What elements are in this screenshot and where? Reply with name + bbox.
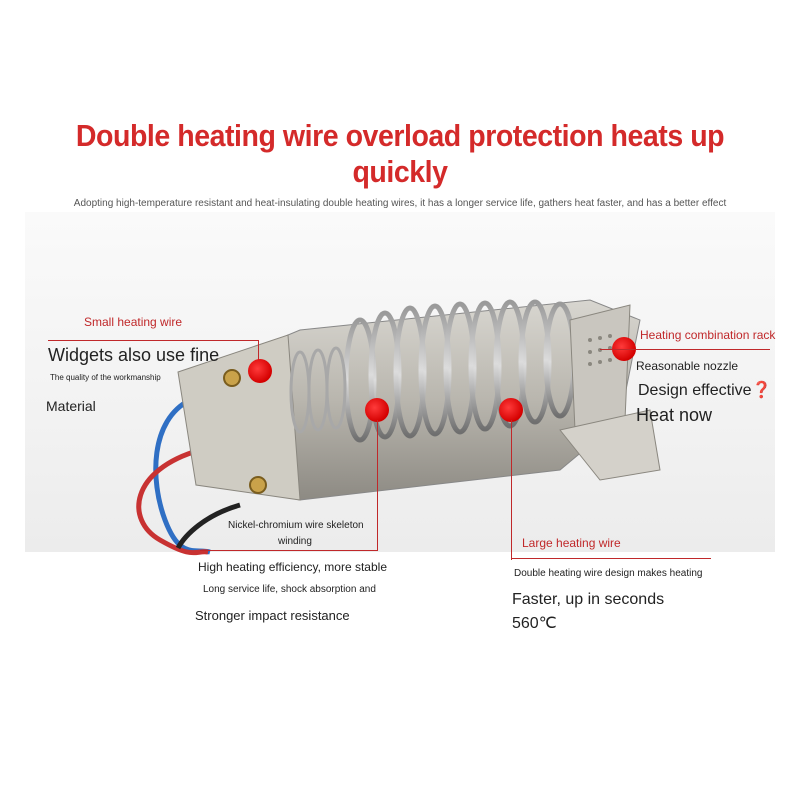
- right-callout-line2: Design effective❓: [638, 382, 772, 399]
- nozzle-plate: [569, 304, 631, 431]
- center-callout-leader: [377, 420, 378, 550]
- small-wire-marker-dot: [248, 359, 272, 383]
- left-callout-leader: [258, 340, 259, 368]
- center-callout-line3: Stronger impact resistance: [195, 608, 350, 623]
- center-callout-line2: Long service life, shock absorption and: [203, 584, 376, 595]
- right-callout-line3: Heat now: [636, 405, 713, 425]
- bottom-right-callout-line1: Double heating wire design makes heating: [514, 568, 703, 579]
- left-callout-line2: The quality of the workmanship: [50, 373, 161, 382]
- large-heating-wire-tag: Large heating wire: [522, 536, 621, 550]
- left-callout-line1: Widgets also use fine: [48, 345, 220, 365]
- center-callout-rule: [200, 550, 378, 551]
- left-callout-rule: [48, 340, 258, 341]
- page-title: Double heating wire overload protection …: [75, 118, 725, 189]
- small-heating-wire-tag: Small heating wire: [84, 315, 183, 329]
- red-wire: [136, 447, 209, 556]
- black-wire: [175, 502, 241, 550]
- center-callout-tag-b: winding: [278, 536, 312, 547]
- small-coil: [289, 346, 347, 434]
- right-callout-rule: [600, 349, 770, 350]
- center-callout-line1: High heating efficiency, more stable: [198, 560, 387, 574]
- right-callout-line1: Reasonable nozzle: [636, 359, 739, 373]
- skeleton-marker-dot: [365, 398, 389, 422]
- page-subtitle: Adopting high-temperature resistant and …: [73, 198, 727, 209]
- bottom-right-callout-line3: 560℃: [512, 615, 557, 632]
- heating-rack-tag: Heating combination rack: [640, 328, 776, 342]
- center-callout-tag-a: Nickel-chromium wire skeleton: [228, 520, 364, 531]
- large-wire-marker-dot: [499, 398, 523, 422]
- bottom-right-callout-line2: Faster, up in seconds: [512, 591, 665, 608]
- bottom-right-callout-rule: [511, 558, 711, 559]
- bottom-right-callout-leader: [511, 420, 512, 560]
- lower-fin: [559, 409, 661, 481]
- left-callout-line3: Material: [46, 398, 96, 414]
